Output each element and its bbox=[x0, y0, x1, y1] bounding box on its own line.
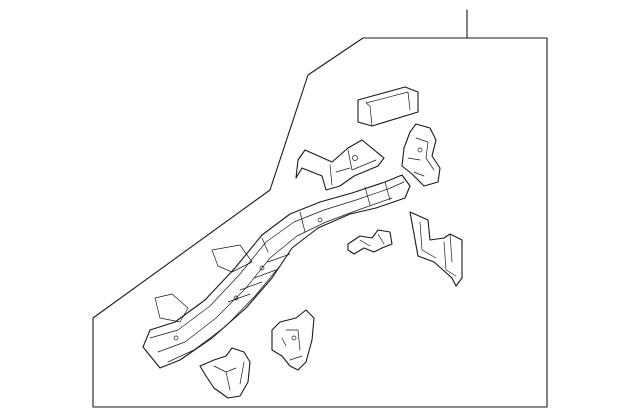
side-panel-bracket bbox=[409, 211, 463, 287]
assembly-border bbox=[92, 37, 548, 408]
mounting-bracket bbox=[295, 139, 385, 191]
lower-bracket-left bbox=[199, 347, 251, 399]
lower-reinforcement bbox=[271, 309, 315, 371]
rear-frame-rail bbox=[142, 174, 411, 369]
small-bracket-center bbox=[347, 229, 393, 255]
gusset-plate-right bbox=[401, 123, 441, 187]
upper-channel-bracket bbox=[357, 86, 419, 127]
